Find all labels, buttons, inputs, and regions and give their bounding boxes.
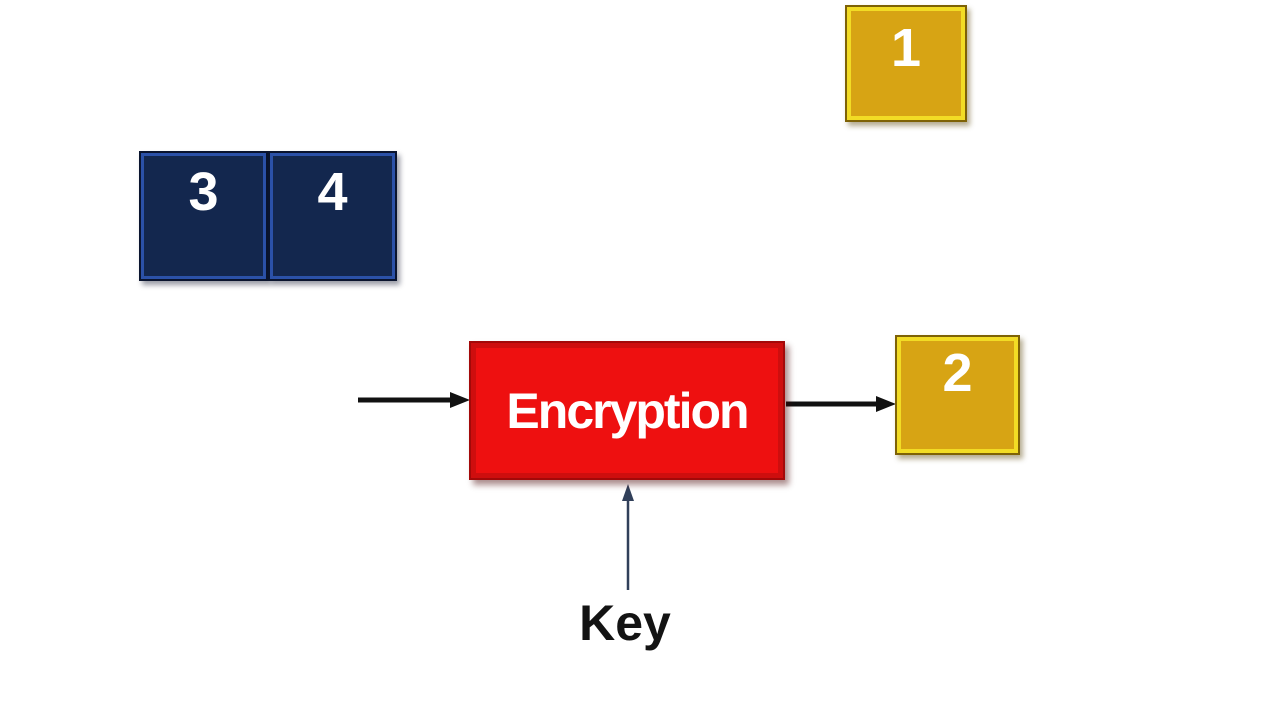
input-arrow — [358, 392, 470, 408]
encryption-box-label: Encryption — [506, 382, 749, 439]
block-2-label: 2 — [942, 343, 973, 403]
output-arrow — [786, 396, 896, 412]
block-1: 1 — [845, 5, 967, 122]
block-3: 3 — [139, 151, 268, 281]
block-4: 4 — [268, 151, 397, 281]
key-label: Key — [579, 595, 671, 651]
block-2: 2 — [895, 335, 1020, 455]
key-arrow — [622, 484, 634, 590]
block-4-label: 4 — [317, 162, 348, 222]
block-1-label: 1 — [890, 17, 922, 78]
encryption-box: Encryption — [469, 341, 785, 480]
block-3-label: 3 — [188, 162, 219, 222]
